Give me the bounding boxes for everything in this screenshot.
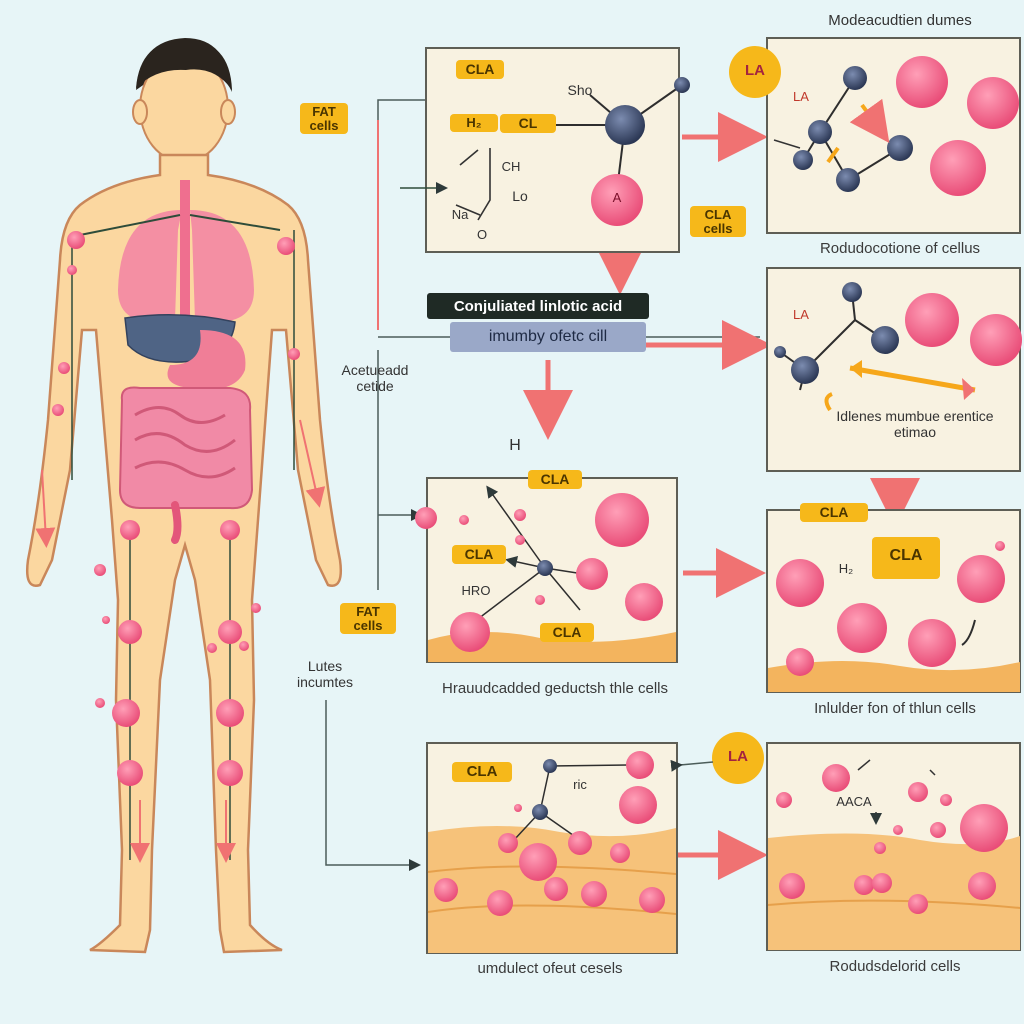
p4-cla-bottom: CLA <box>540 623 594 642</box>
lubes-label: Lutes incumtes <box>296 658 354 691</box>
p2-caption: Rodudocotione of cellus <box>819 240 981 257</box>
title-top: Modeacudtien dumes <box>828 12 972 29</box>
p4-hro: HRO <box>461 583 491 598</box>
fat-cells-top-tag: FAT cells <box>300 103 348 135</box>
p7-aaca: AACA <box>836 794 872 809</box>
p6-ric: ric <box>573 777 587 792</box>
panel-reduced-lipid-cells <box>766 742 1021 951</box>
p1-o-label: O <box>476 227 488 242</box>
panel-cla-molecule <box>400 47 690 253</box>
fat-cell-icon <box>591 174 643 226</box>
p1-cl-tag: CL <box>500 114 556 133</box>
molecule-icon <box>605 105 645 145</box>
p5-h2: H₂ <box>838 561 854 576</box>
p1-ch-label: CH <box>501 159 521 174</box>
p4-cla-top: CLA <box>528 470 582 489</box>
p7-caption: Rodudsdelorid cells <box>829 958 961 975</box>
p1-marker: A <box>612 190 622 205</box>
p1-cla-tag: CLA <box>456 60 504 79</box>
human-figure-icon <box>26 38 342 954</box>
p5-caption: Inlulder fon of thlun cells <box>814 700 976 717</box>
p2-la: LA <box>793 89 809 104</box>
p4-caption: Hrauudcadded geductsh thle cells <box>442 680 668 697</box>
panel-reduced-fat-storage <box>426 742 678 954</box>
p6-caption: umdulect ofeut cesels <box>477 960 623 977</box>
activated-label: Acetueadd cetide <box>341 362 409 395</box>
la-badge-top <box>729 46 781 98</box>
fat-cells-lower-tag: FAT cells <box>340 603 396 635</box>
p3-la: LA <box>793 307 809 322</box>
p5-cla2: CLA <box>872 537 940 579</box>
p5-cla1: CLA <box>800 503 868 522</box>
p1-sho-label: Sho <box>567 82 593 98</box>
banner-title: Conjuliated linlotic acid <box>427 293 649 319</box>
la-badge-top-text: LA <box>745 62 765 79</box>
p1-h-tag: H₂ <box>450 114 498 132</box>
p3-caption: Idlenes mumbue erentice etimao <box>836 408 994 441</box>
la-badge-bottom-text: LA <box>728 748 748 765</box>
banner-subtitle: imumby ofetc cill <box>450 322 646 352</box>
panel-increase-exercise <box>766 267 1022 472</box>
p1-lo-label: Lo <box>512 188 528 204</box>
p1-cla-cells-tag: CLA cells <box>690 206 746 238</box>
panel-reduction-cells <box>766 37 1021 234</box>
p1-na-label: Na <box>451 207 469 222</box>
flow-arrows <box>523 112 920 880</box>
p6-cla: CLA <box>452 762 512 782</box>
p4-cla-left: CLA <box>452 545 506 564</box>
h-label: H <box>509 437 521 454</box>
la-badge-bottom <box>712 732 764 784</box>
